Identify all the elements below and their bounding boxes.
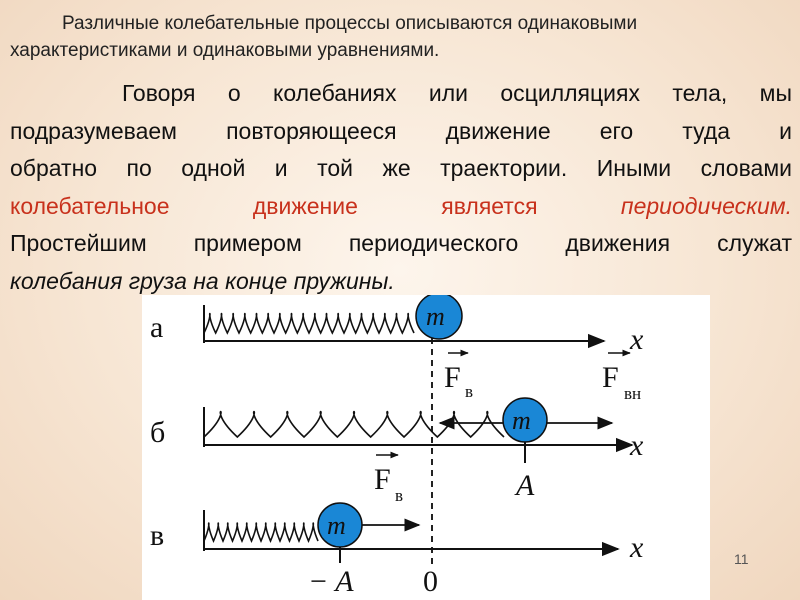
row-a-spring [203, 312, 415, 335]
zero-label: 0 [423, 565, 438, 598]
para-red-text: колебательное движение является [10, 192, 538, 219]
row-v-mass-label: m [327, 511, 346, 540]
intro-line-1: Различные колебательные процессы описыва… [62, 13, 638, 34]
spring-oscillation-figure: а x m F в F вн б x m A F в в x [142, 295, 710, 600]
main-paragraph: Говоря о колебаниях или осцилляциях тела… [10, 75, 792, 300]
ext-force-letter: F [602, 361, 619, 394]
row-a-label: а [150, 311, 163, 344]
para-red-italic-text: периодическим. [620, 192, 792, 219]
intro-line-2: характеристиками и одинаковыми уравнения… [10, 40, 440, 61]
para-line-5: Простейшим примером периодического движе… [10, 230, 792, 256]
row-b-label: б [150, 416, 165, 449]
row-a-mass [415, 295, 463, 340]
neg-amp-label: − A [308, 565, 354, 598]
row-b-mass-label: m [512, 406, 531, 435]
row-v-x-label: x [629, 531, 644, 564]
intro-text: Различные колебательные процессы описыва… [10, 10, 790, 64]
row-a-x-label: x [629, 323, 644, 356]
row-v-force-letter: F [374, 463, 391, 496]
row-v-label: в [150, 519, 164, 552]
force-sub: в [465, 382, 473, 401]
spring-diagram: а x m F в F вн б x m A F в в x [150, 295, 644, 598]
row-b-spring [203, 410, 505, 439]
para-line-6: колебания груза на конце пружины. [10, 267, 395, 294]
row-v-spring [203, 522, 319, 544]
para-line-3: обратно по одной и той же траектории. Ин… [10, 155, 792, 181]
para-line-1: Говоря о колебаниях или осцилляциях тела… [122, 80, 792, 106]
page-number: 11 [734, 551, 749, 567]
para-line-4: колебательное движение является периодич… [10, 188, 792, 226]
row-v-force-sub: в [395, 486, 403, 505]
row-b-amp-label: A [514, 469, 535, 502]
row-a-mass-label: m [426, 302, 445, 331]
para-line-2: подразумеваем повторяющееся движение его… [10, 117, 792, 144]
row-b-x-label: x [629, 429, 644, 462]
force-letter: F [444, 361, 461, 394]
ext-force-sub: вн [624, 384, 641, 403]
